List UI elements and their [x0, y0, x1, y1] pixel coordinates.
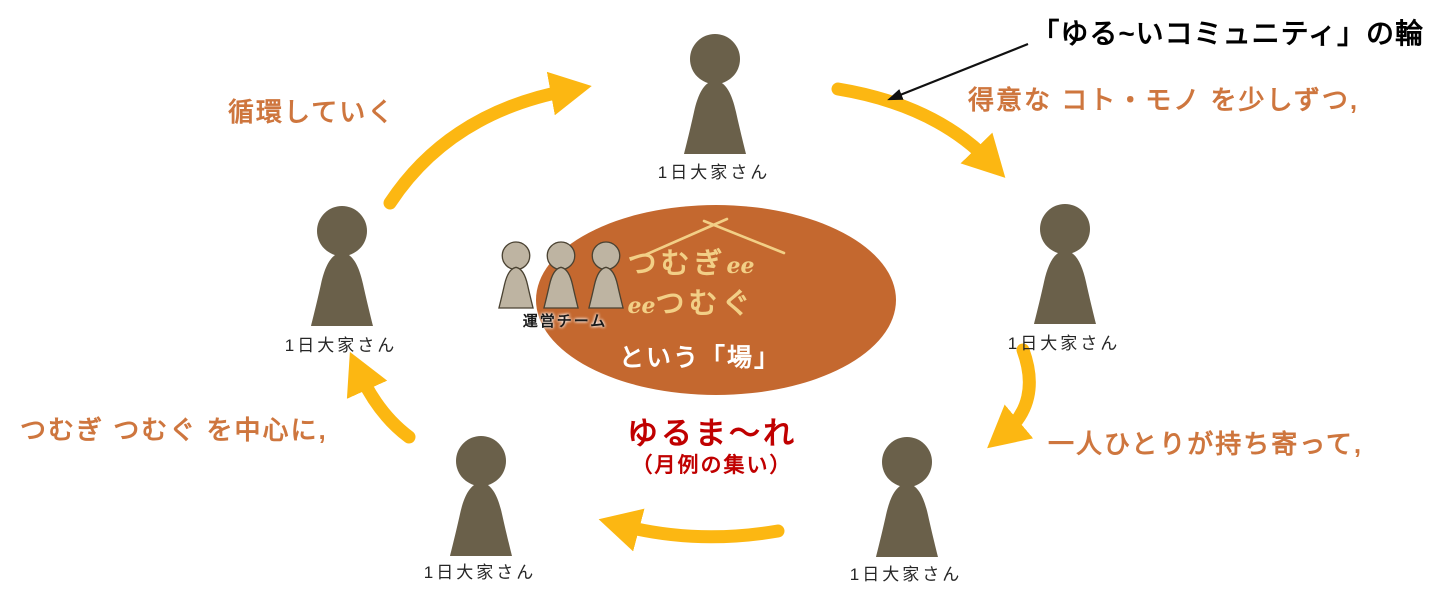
annotation-top-right: 得意な コト・モノ を少しずつ,: [968, 85, 1360, 115]
center-ellipse: [536, 205, 896, 395]
logo-word-2: つむぐ: [655, 288, 755, 320]
cycle-arrow-top-right: [831, 82, 1006, 178]
person-figure-bottom-left: [450, 436, 512, 556]
cycle-arrow-left-up: [346, 351, 416, 444]
center-caption: という「場」: [618, 344, 781, 372]
team-label: 運営チーム: [522, 313, 608, 330]
logo-text-line1: つむぎee: [606, 250, 776, 279]
annotation-top-left: 循環していく: [228, 97, 396, 127]
logo-flourish-1: ee: [726, 253, 755, 279]
cycle-arrow-right-down: [987, 343, 1036, 449]
logo-word-1: つむぎ: [627, 248, 727, 280]
cycle-arrow-bottom-left: [598, 508, 785, 552]
logo-text-line2: eeつむぐ: [601, 290, 781, 319]
person-figure-right: [1034, 204, 1096, 324]
person-label-right: 1日大家さん: [1007, 334, 1121, 353]
person-figure-top: [684, 34, 746, 154]
person-figure-left: [311, 206, 373, 326]
person-label-bottom-right: 1日大家さん: [849, 565, 963, 584]
logo-flourish-2: ee: [627, 293, 656, 319]
person-label-left: 1日大家さん: [284, 336, 398, 355]
person-label-top: 1日大家さん: [657, 163, 771, 182]
pointer-arrow: [887, 42, 1029, 101]
logo-roof-icon: [643, 217, 786, 257]
annotation-bottom-left: つむぎ つむぐ を中心に,: [20, 415, 328, 445]
diagram-title: 「ゆる~いコミュニティ」の輪: [1031, 18, 1424, 49]
person-figure-bottom-right: [876, 437, 938, 557]
person-label-bottom-left: 1日大家さん: [423, 563, 537, 582]
event-name: ゆるま～れ: [627, 416, 797, 451]
cycle-arrow-left-top: [383, 71, 592, 210]
event-subtitle: （月例の集い）: [631, 454, 793, 477]
annotation-right: 一人ひとりが持ち寄って,: [1048, 429, 1364, 459]
